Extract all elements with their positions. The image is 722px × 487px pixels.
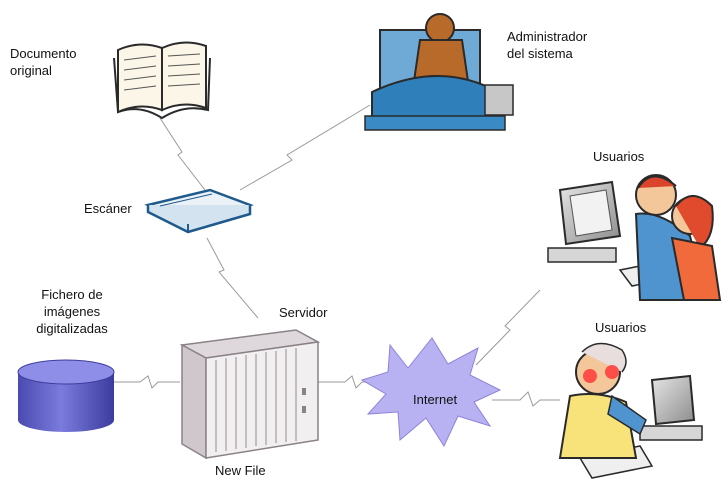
administrator-icon xyxy=(364,13,514,131)
internet-burst-icon xyxy=(360,337,502,448)
users-bottom-icon xyxy=(558,342,703,479)
connector-database-server xyxy=(113,375,180,389)
label-escaner: Escáner xyxy=(84,201,132,216)
server-icon xyxy=(179,329,321,460)
book-icon xyxy=(113,41,211,120)
database-icon xyxy=(17,359,115,432)
users-top-icon xyxy=(547,174,722,301)
connector-document-scanner xyxy=(159,117,206,191)
label-servidor: Servidor xyxy=(279,305,328,320)
label-internet: Internet xyxy=(413,392,458,407)
connectors xyxy=(113,104,560,407)
connector-internet-users-top xyxy=(475,289,541,366)
label-fichero-imagenes: Fichero de imágenes digitalizadas xyxy=(36,287,108,336)
connector-internet-users-bottom xyxy=(492,391,560,407)
scanner-icon xyxy=(144,188,254,234)
label-administrador-sistema: Administrador del sistema xyxy=(507,29,588,61)
connector-scanner-admin xyxy=(239,104,371,191)
label-usuarios-top: Usuarios xyxy=(593,149,645,164)
label-usuarios-bottom: Usuarios xyxy=(595,320,647,335)
label-new-file: New File xyxy=(215,463,266,478)
label-documento-original: Documento original xyxy=(10,46,77,78)
connector-scanner-server xyxy=(206,237,259,319)
